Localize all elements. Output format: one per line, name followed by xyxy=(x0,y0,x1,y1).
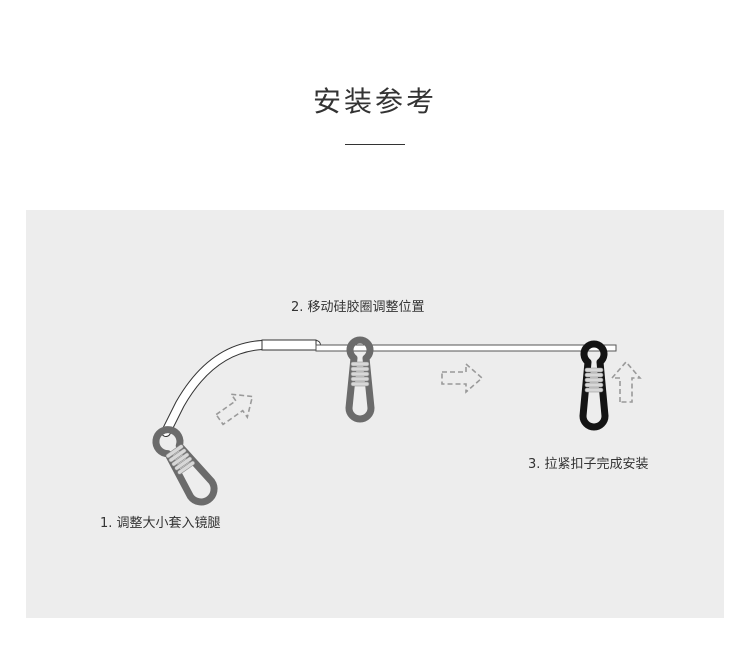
dashed-arrow-step3-icon xyxy=(610,360,642,403)
temple-curve-inner xyxy=(162,341,320,436)
temple-straight xyxy=(315,344,617,352)
loop-step1-icon xyxy=(152,426,218,506)
loop-step2-icon xyxy=(345,336,375,423)
page-title: 安装参考 xyxy=(312,85,437,118)
step2-label: 2. 移动硅胶圈调整位置 xyxy=(291,300,425,315)
dashed-arrow-step2-icon xyxy=(441,362,484,394)
dashed-arrow-step1-icon xyxy=(215,393,254,426)
title-underline xyxy=(345,144,405,145)
step1-label: 1. 调整大小套入镜腿 xyxy=(100,516,221,531)
temple-sleeve xyxy=(261,339,317,351)
step3-label: 3. 拉紧扣子完成安装 xyxy=(528,457,649,472)
loop-step3-icon xyxy=(579,340,609,431)
